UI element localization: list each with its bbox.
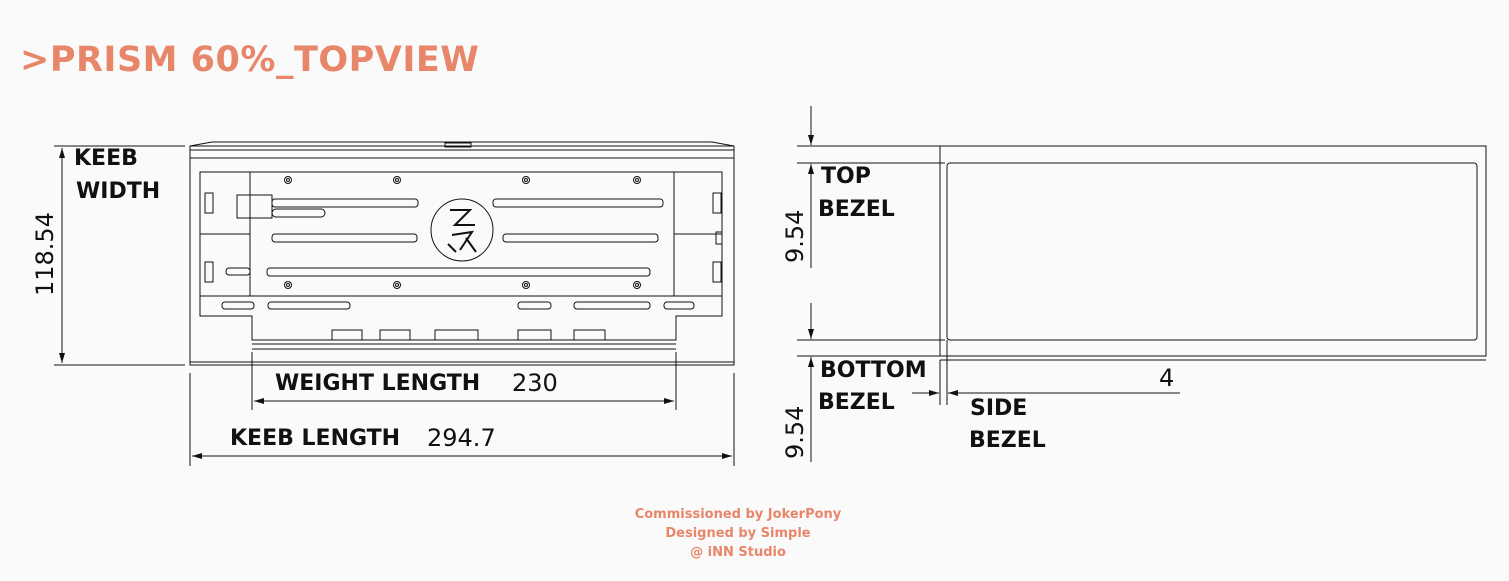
keeb-length-value: 294.7 xyxy=(427,424,496,452)
plate-panel xyxy=(200,171,722,297)
weight-length-dimension xyxy=(251,352,677,410)
side-bezel-dimension xyxy=(912,340,1180,405)
keeb-length-label: KEEB LENGTH xyxy=(230,426,401,451)
bottom-bezel-label-line1: BOTTOM xyxy=(820,358,927,383)
top-bezel-label-line1: TOP xyxy=(821,164,871,189)
brand-logo-emblem xyxy=(430,198,494,262)
bottom-bezel-label-line2: BEZEL xyxy=(818,390,895,415)
bezel-detail-view xyxy=(939,145,1487,361)
top-bezel-value: 9.54 xyxy=(781,209,809,263)
top-bezel-label-line2: BEZEL xyxy=(818,197,895,222)
screw-holes xyxy=(284,176,641,289)
keeb-width-label-line1: KEEB xyxy=(74,146,138,171)
weight-length-label: WEIGHT LENGTH xyxy=(275,371,481,396)
credit-designed: Designed by Simple xyxy=(665,526,811,541)
top-bezel-dimension xyxy=(797,106,945,268)
weight-slots xyxy=(204,192,723,341)
credits: Commissioned by JokerPony Designed by Si… xyxy=(580,505,896,562)
keeb-length-dimension xyxy=(189,373,735,466)
credit-studio: @ iNN Studio xyxy=(690,545,786,560)
credit-commissioned: Commissioned by JokerPony xyxy=(634,507,842,522)
keeb-width-label-line2: WIDTH xyxy=(76,179,161,204)
weight-length-value: 230 xyxy=(512,369,558,397)
side-bezel-label-line1: SIDE xyxy=(970,396,1028,421)
keyboard-outline xyxy=(189,141,735,366)
bottom-bezel-dimension xyxy=(797,303,945,462)
side-bezel-label-line2: BEZEL xyxy=(969,428,1046,453)
page-title: >PRISM 60%_TOPVIEW xyxy=(20,40,480,80)
keeb-width-dimension xyxy=(54,145,185,366)
keeb-width-value: 118.54 xyxy=(31,212,59,296)
bottom-bezel-value: 9.54 xyxy=(781,405,809,459)
side-bezel-value: 4 xyxy=(1159,364,1175,392)
